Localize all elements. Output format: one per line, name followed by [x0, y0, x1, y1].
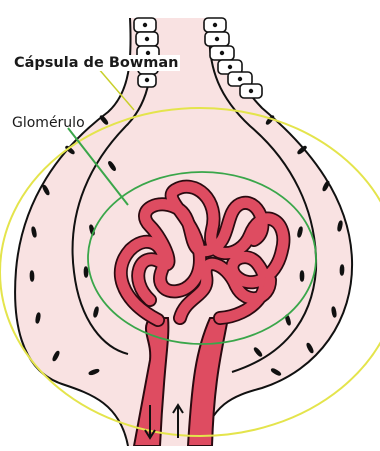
cell-nucleus	[340, 265, 344, 275]
glomerulus-label: Glomérulo	[12, 115, 85, 131]
capsule-label: Cápsula de Bowman	[12, 55, 180, 71]
cell-nucleus	[84, 267, 88, 277]
cell-nucleus	[30, 271, 34, 281]
cell-nucleus	[300, 271, 303, 281]
